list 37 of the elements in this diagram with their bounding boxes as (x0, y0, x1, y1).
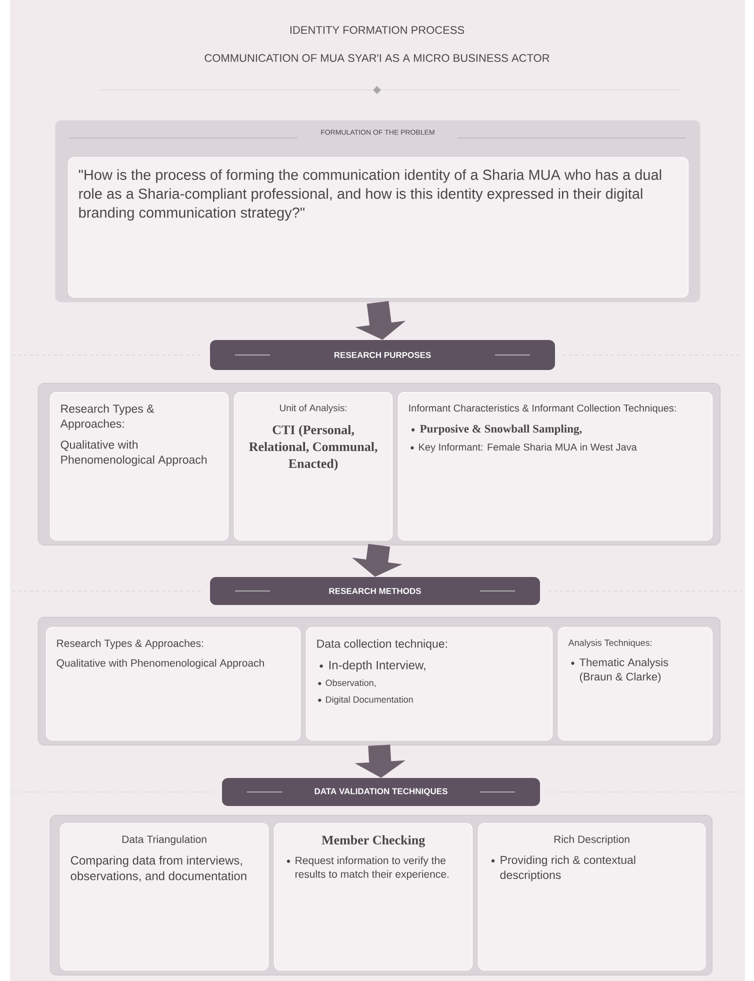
bullet-item: Digital Documentation (326, 696, 413, 704)
bullet-item: Thematic Analysis (Braun & Clarke) (580, 658, 668, 683)
card-heading: Unit of Analysis: (280, 404, 346, 414)
subtitle: COMMUNICATION OF MUA SYAR'I AS A MICRO BUSINESS ACTOR (204, 54, 550, 62)
card-heading: Data collection technique: (317, 639, 447, 650)
text-card (478, 823, 706, 971)
section-banner: RESEARCH METHODS (210, 577, 540, 605)
text-card (558, 627, 713, 741)
title: IDENTITY FORMATION PROCESS (290, 26, 464, 34)
card-heading: Informant Characteristics & Informant Collection Techniques: (409, 404, 676, 414)
bullet-item: Observation, (326, 679, 376, 688)
card-heading: Data Triangulation (122, 835, 206, 846)
text-card (60, 823, 269, 971)
text-card (398, 392, 713, 541)
text-card (68, 157, 689, 298)
bullet-item: Purposive & Snowball Sampling, (420, 424, 582, 436)
text-card (274, 823, 473, 971)
text-card (46, 627, 301, 741)
card-text: CTI (Personal, Relational, Communal, Enacted) (249, 425, 378, 471)
card-heading: Member Checking (322, 835, 425, 848)
bullet-item: In-depth Interview, (329, 660, 426, 672)
bullet-item: Key Informant: Female Sharia MUA in West Java (419, 443, 637, 453)
bullet-item: Request information to verify the results to match their experience. (296, 856, 448, 880)
section-banner: DATA VALIDATION TECHNIQUES (222, 778, 540, 806)
text-card (50, 392, 229, 541)
text-card (306, 627, 553, 741)
text-card (234, 392, 393, 541)
card-heading: Analysis Techniques: (568, 639, 652, 648)
card-text: Qualitative with Phenomenological Approach (60, 440, 207, 466)
card-heading: Research Types & Approaches: (60, 404, 154, 430)
card-heading: Rich Description (554, 835, 630, 846)
card-text: Qualitative with Phenomenological Approach (56, 659, 264, 669)
card-text: "How is the process of forming the communication identity of a Sharia MUA who has a dual role as a Sharia-compliant professional, and how is this identity expressed in their digital branding communication strategy?" (78, 169, 662, 221)
card-text: Comparing data from interviews, observations, and documentation (70, 856, 246, 882)
bullet-item: Providing rich & contextual descriptions (500, 856, 636, 882)
section-banner: RESEARCH PURPOSES (210, 340, 555, 370)
card-heading: Research Types & Approaches: (57, 639, 203, 650)
